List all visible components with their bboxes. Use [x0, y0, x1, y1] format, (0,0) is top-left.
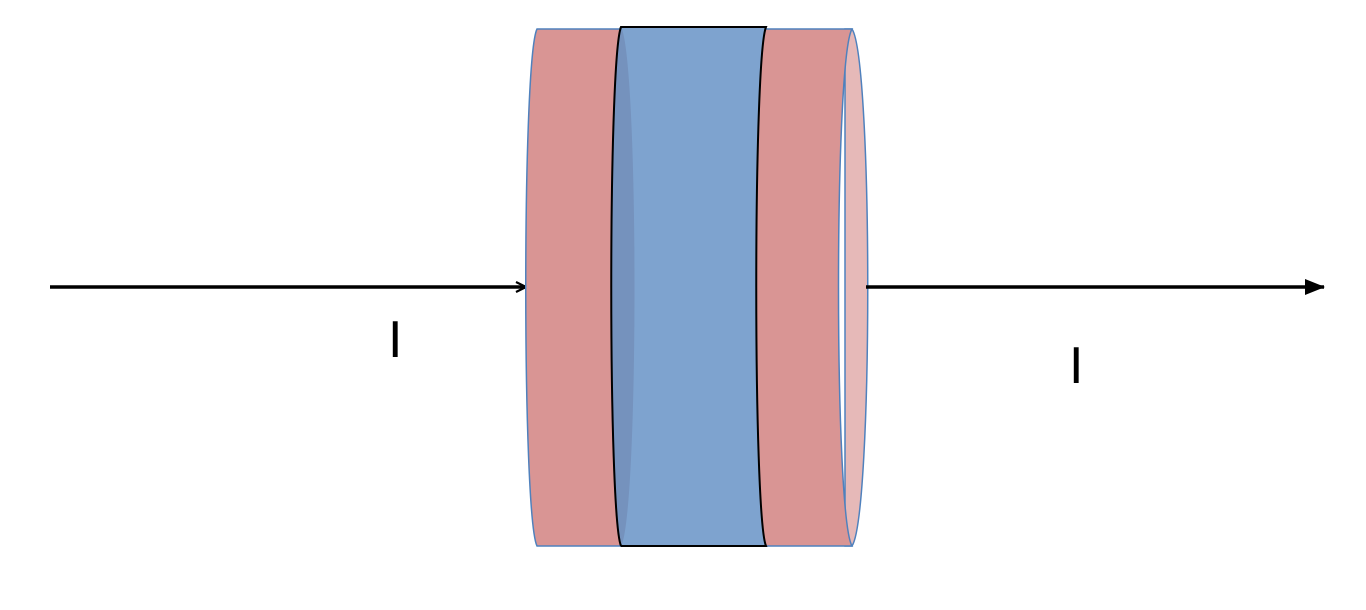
left-outer-layer	[525, 28, 623, 547]
right-outer-layer-end-face	[844, 28, 869, 547]
left-outer-layer-body	[525, 28, 623, 547]
outgoing-current-label: I	[1069, 337, 1084, 395]
middle-dielectric-layer	[610, 26, 768, 547]
middle-layer-shadow	[611, 27, 635, 546]
right-outer-layer	[754, 28, 869, 547]
right-outer-layer-body	[754, 28, 854, 547]
middle-layer-left-edge	[610, 26, 622, 547]
incoming-current-label: I	[388, 311, 403, 369]
